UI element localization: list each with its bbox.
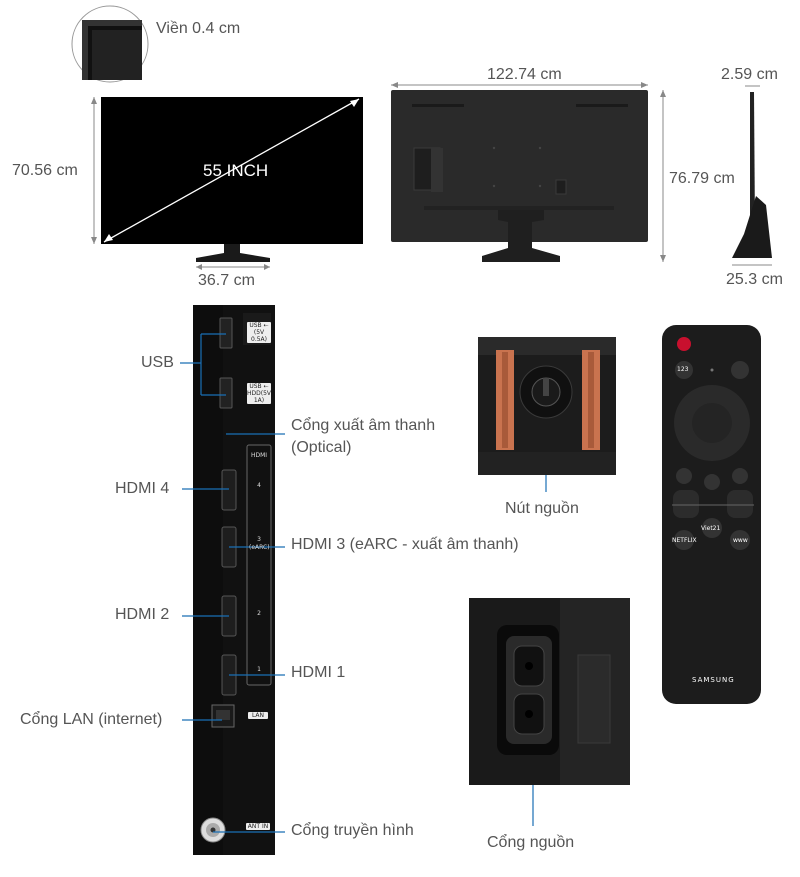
remote-color-button	[675, 361, 693, 379]
stand-depth-label: 25.3 cm	[726, 271, 783, 288]
bezel-label: Viền 0.4 cm	[156, 20, 241, 37]
diagonal-arrow-start	[104, 234, 113, 242]
remote-power-button	[677, 337, 691, 351]
optical-label-line1: Cổng xuất âm thanh	[291, 417, 436, 434]
lan-label: Cổng LAN (internet)	[20, 711, 163, 728]
remote-brand-label: SAMSUNG	[692, 676, 735, 684]
diagonal-line	[103, 98, 360, 243]
tv-back-stand	[482, 210, 560, 262]
port-panel-hdmi1: 1	[257, 666, 261, 673]
front-height-label: 70.56 cm	[12, 162, 78, 179]
hdmi3-label: HDMI 3 (eARC - xuất âm thanh)	[291, 536, 519, 553]
power-socket-zoom	[469, 598, 630, 785]
port-panel-hdmi3-sub: (eARC)	[249, 544, 270, 551]
remote-mic-button	[731, 361, 749, 379]
side-depth-label: 2.59 cm	[721, 66, 778, 83]
port-panel-usb1: USB ⇠(5V 0.5A)	[247, 322, 271, 343]
power-button-zoom	[478, 337, 616, 475]
port-panel-hdmi-header: HDMI	[250, 452, 268, 459]
usb-label: USB	[141, 354, 174, 371]
antenna-label: Cổng truyền hình	[291, 822, 414, 839]
hdmi2-label: HDMI 2	[115, 606, 170, 623]
remote-center-label: Viet21	[701, 525, 721, 532]
hdmi4-port	[221, 469, 237, 511]
port-panel-hdmi4: 4	[257, 482, 261, 489]
usb-port-2	[219, 377, 233, 409]
remote-www-label: www	[733, 537, 748, 544]
tv-side	[732, 85, 772, 266]
port-panel-lan: LAN	[248, 712, 268, 719]
port-panel-hdmi2: 2	[257, 610, 261, 617]
port-panel-hdmi3: 3	[257, 536, 261, 543]
usb-callout	[180, 333, 226, 396]
hdmi4-label: HDMI 4	[115, 480, 170, 497]
tv-back-panel	[391, 90, 648, 242]
screen-size-label: 55 INCH	[203, 161, 269, 180]
optical-label-line2: (Optical)	[291, 439, 352, 456]
power-button-label: Nút nguồn	[505, 500, 579, 517]
back-height-label: 76.79 cm	[669, 170, 735, 187]
remote-ok-button	[692, 403, 732, 443]
tv-side-panel	[750, 92, 755, 232]
tv-front-stand	[196, 244, 270, 262]
tv-back	[391, 82, 666, 262]
bezel-corner-detail	[82, 20, 142, 80]
power-socket-label: Cổng nguồn	[487, 834, 575, 851]
remote-netflix-label: NETFLIX	[672, 537, 697, 544]
stand-width-label: 36.7 cm	[198, 272, 255, 289]
hdmi1-label: HDMI 1	[291, 664, 346, 681]
usb-port-1	[219, 317, 233, 349]
port-panel-usb2: USB ⇠HDD(5V 1A)	[247, 383, 272, 404]
back-width-label: 122.74 cm	[487, 66, 562, 83]
port-panel-ant: ANT IN	[246, 823, 270, 830]
tv-front	[71, 5, 363, 270]
diagonal-arrow-end	[350, 99, 359, 107]
remote-control	[662, 325, 761, 704]
tv-side-stand	[732, 196, 772, 258]
remote-num-label: 123	[677, 366, 689, 373]
